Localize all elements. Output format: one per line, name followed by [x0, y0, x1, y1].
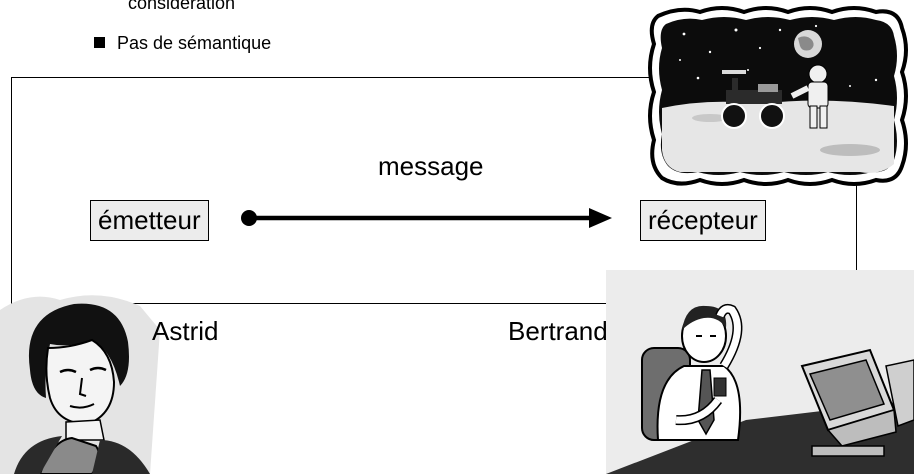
sender-name: Astrid [152, 316, 219, 346]
receiver-name: Bertrand [508, 316, 608, 346]
partial-bullet-text: considération [128, 0, 236, 13]
bullet-item: Pas de sémantique [94, 34, 271, 52]
message-label: message [378, 151, 484, 181]
bullet-text: Pas de sémantique [117, 33, 272, 53]
man-at-computer-clipart [606, 270, 914, 474]
sender-box: émetteur [90, 200, 209, 241]
woman-clipart [0, 295, 160, 474]
moon-rover-clipart [648, 6, 908, 186]
arrow-head [589, 208, 612, 228]
bullet-square-icon [94, 37, 105, 48]
receiver-box: récepteur [640, 200, 766, 241]
